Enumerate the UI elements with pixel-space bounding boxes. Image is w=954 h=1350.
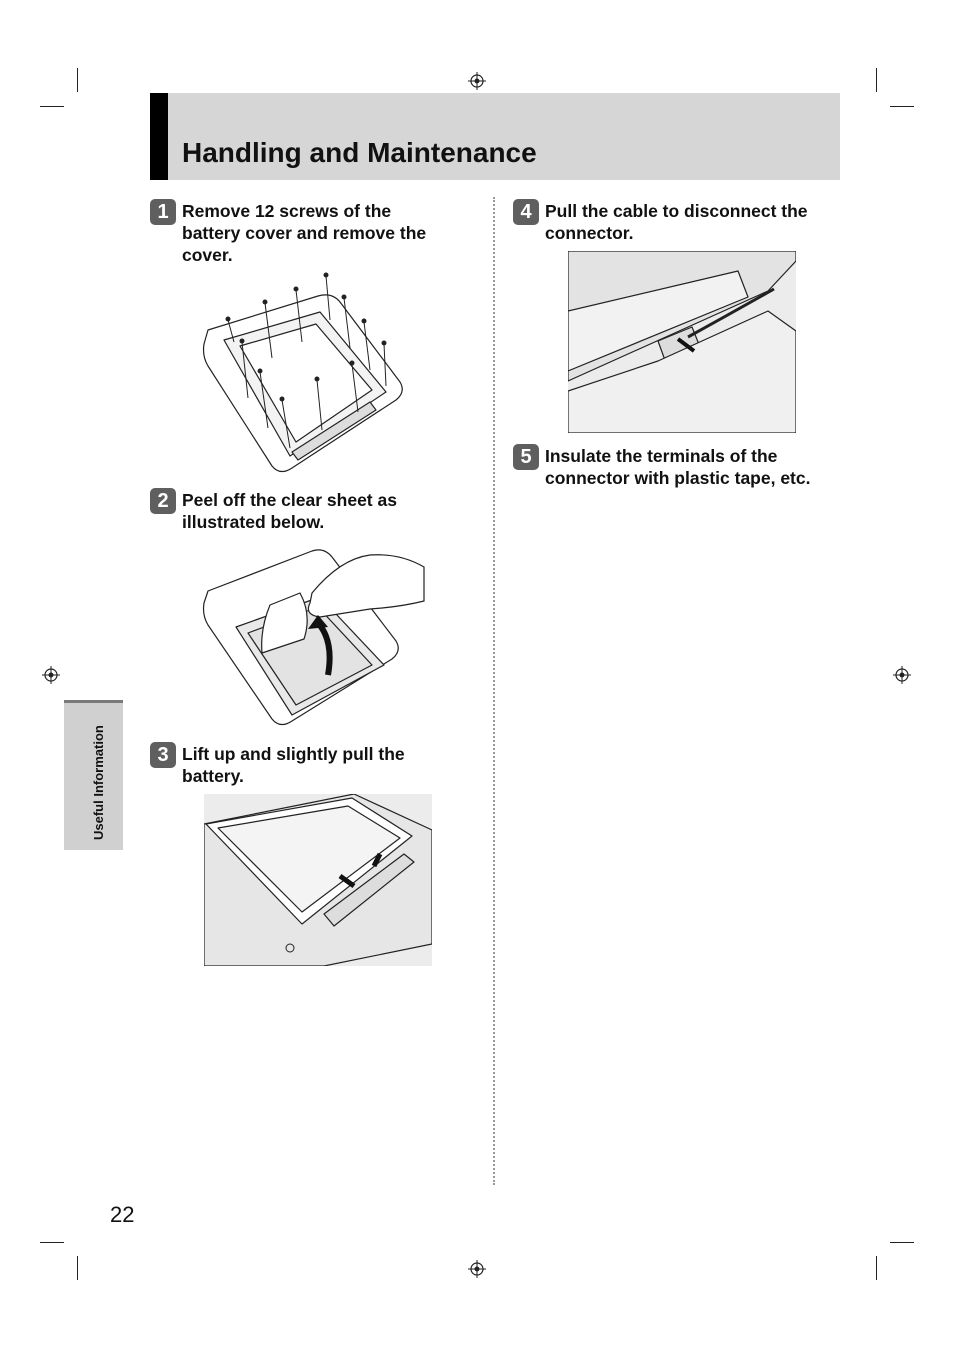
title-accent-bar — [150, 93, 168, 180]
step-line: illustrated below. — [182, 512, 325, 532]
column-divider — [493, 197, 495, 1185]
step-line: connector with plastic tape, etc. — [545, 468, 811, 488]
crop-mark — [40, 106, 64, 107]
registration-mark-icon — [468, 72, 486, 90]
page-title: Handling and Maintenance — [182, 137, 537, 168]
step-instruction: Pull the cable to disconnect the connect… — [545, 200, 808, 244]
step-line: battery. — [182, 766, 244, 786]
step-line: connector. — [545, 223, 634, 243]
registration-mark-icon — [893, 666, 911, 684]
step-number-badge: 3 — [150, 742, 176, 768]
registration-mark-icon — [42, 666, 60, 684]
crop-mark — [77, 1256, 78, 1280]
step-instruction: Peel off the clear sheet as illustrated … — [182, 489, 397, 533]
title-band — [150, 93, 840, 180]
section-tab-label: Useful Information — [91, 725, 106, 840]
crop-mark — [890, 1242, 914, 1243]
crop-mark — [77, 68, 78, 92]
step-line: Lift up and slightly pull the — [182, 744, 405, 764]
disconnect-cable-illustration — [568, 251, 796, 433]
crop-mark — [876, 68, 877, 92]
step-number-badge: 4 — [513, 199, 539, 225]
step-number-badge: 2 — [150, 488, 176, 514]
section-tab — [64, 700, 123, 850]
step-line: Peel off the clear sheet as — [182, 490, 397, 510]
step-instruction: Remove 12 screws of the battery cover an… — [182, 200, 426, 266]
page-number: 22 — [110, 1202, 135, 1227]
step-line: battery cover and remove the — [182, 223, 427, 243]
step-line: cover. — [182, 245, 233, 265]
crop-mark — [40, 1242, 64, 1243]
crop-mark — [876, 1256, 877, 1280]
step-number-badge: 1 — [150, 199, 176, 225]
peel-sheet-illustration — [202, 549, 425, 726]
crop-mark — [890, 106, 914, 107]
step-line: Pull the cable to disconnect the — [545, 201, 808, 221]
remove-screws-illustration — [202, 272, 403, 473]
step-line: Remove 12 screws of the — [182, 201, 392, 221]
registration-mark-icon — [468, 1260, 486, 1278]
step-line: Insulate the terminals of the — [545, 446, 778, 466]
step-number-badge: 5 — [513, 444, 539, 470]
lift-battery-illustration — [204, 794, 432, 966]
step-instruction: Insulate the terminals of the connector … — [545, 445, 810, 489]
step-instruction: Lift up and slightly pull the battery. — [182, 743, 405, 787]
